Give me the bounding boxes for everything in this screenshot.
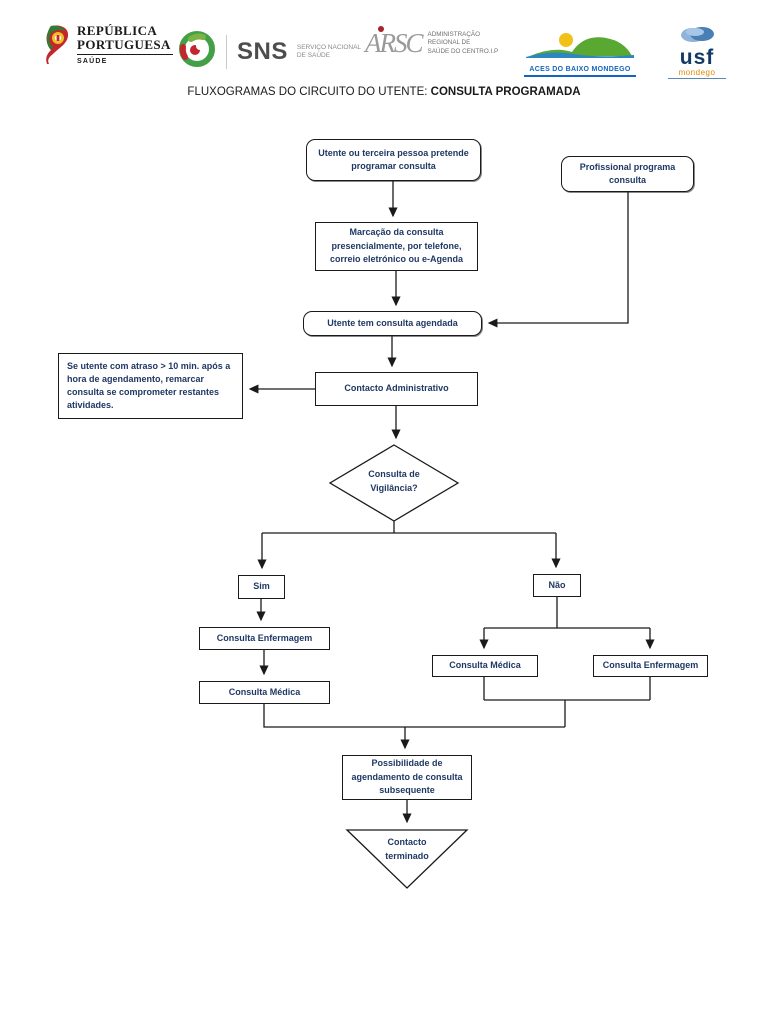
node-contacto-terminado-label: Contacto terminado bbox=[385, 837, 429, 861]
arsc-sub-line1: ADMINISTRAÇÃO bbox=[427, 30, 480, 38]
sns-sub-line2: DE SAÚDE bbox=[296, 51, 331, 59]
logo-rp-line1: REPÚBLICA bbox=[77, 23, 158, 38]
logo-aces-baixo-mondego: ACES DO BAIXO MONDEGO bbox=[524, 30, 636, 77]
logo-sns: SNS SERVIÇO NACIONAL DE SAÚDE bbox=[178, 30, 361, 73]
node-atraso-aviso: Se utente com atraso > 10 min. após a ho… bbox=[58, 353, 243, 419]
aces-underline bbox=[524, 75, 636, 77]
sns-divider bbox=[226, 34, 227, 69]
sns-circle-icon bbox=[178, 30, 216, 73]
portugal-flag-icon bbox=[45, 24, 71, 71]
arsc-red-dot-icon bbox=[378, 26, 384, 32]
arsc-wordmark: ARSC bbox=[365, 26, 423, 58]
arsc-sub-line3: SAÚDE DO CENTRO.I.P bbox=[427, 47, 499, 55]
node-marcacao-consulta: Marcação da consulta presencialmente, po… bbox=[315, 222, 478, 271]
node-consulta-agendada: Utente tem consulta agendada bbox=[303, 311, 482, 336]
page-title-emphasis: CONSULTA PROGRAMADA bbox=[430, 86, 581, 98]
node-sim: Sim bbox=[238, 575, 285, 599]
node-nao: Não bbox=[533, 574, 581, 597]
sns-wordmark: SNS bbox=[237, 37, 288, 65]
logo-usf-mondego: usf mondego bbox=[668, 26, 726, 79]
node-nao-consulta-enfermagem: Consulta Enfermagem bbox=[593, 655, 708, 677]
usf-blob-icon bbox=[675, 26, 719, 49]
aces-landscape-icon bbox=[524, 30, 636, 65]
page-title: FLUXOGRAMAS DO CIRCUITO DO UTENTE: CONSU… bbox=[0, 86, 768, 98]
sns-sub-line1: SERVIÇO NACIONAL bbox=[296, 43, 362, 51]
node-sim-consulta-medica: Consulta Médica bbox=[199, 681, 330, 704]
node-possibilidade-agendamento: Possibilidade de agendamento de consulta… bbox=[342, 755, 472, 800]
logo-rp-line2: PORTUGUESA bbox=[77, 36, 171, 52]
usf-sub: mondego bbox=[678, 67, 716, 77]
usf-wordmark: usf bbox=[679, 46, 715, 69]
node-sim-consulta-enfermagem: Consulta Enfermagem bbox=[199, 627, 330, 650]
logo-rp-rule bbox=[77, 54, 173, 56]
arsc-sub-line2: REGIONAL DE bbox=[427, 39, 471, 47]
logo-republica-portuguesa: REPÚBLICA PORTUGUESA SAÚDE bbox=[45, 24, 173, 71]
logo-rp-saude: SAÚDE bbox=[77, 58, 108, 66]
node-start: Utente ou terceira pessoa pretende progr… bbox=[306, 139, 481, 181]
logo-arsc: ARSC ADMINISTRAÇÃO REGIONAL DE SAÚDE DO … bbox=[365, 26, 499, 59]
node-profissional-programa: Profissional programa consulta bbox=[561, 156, 694, 192]
page-title-prefix: FLUXOGRAMAS DO CIRCUITO DO UTENTE: bbox=[187, 86, 431, 98]
node-decisao-vigilancia-label: Consulta de Vigilância? bbox=[368, 469, 420, 493]
node-contacto-administrativo: Contacto Administrativo bbox=[315, 372, 478, 406]
node-nao-consulta-medica: Consulta Médica bbox=[432, 655, 538, 677]
aces-label: ACES DO BAIXO MONDEGO bbox=[529, 66, 631, 73]
usf-underline bbox=[668, 77, 726, 79]
